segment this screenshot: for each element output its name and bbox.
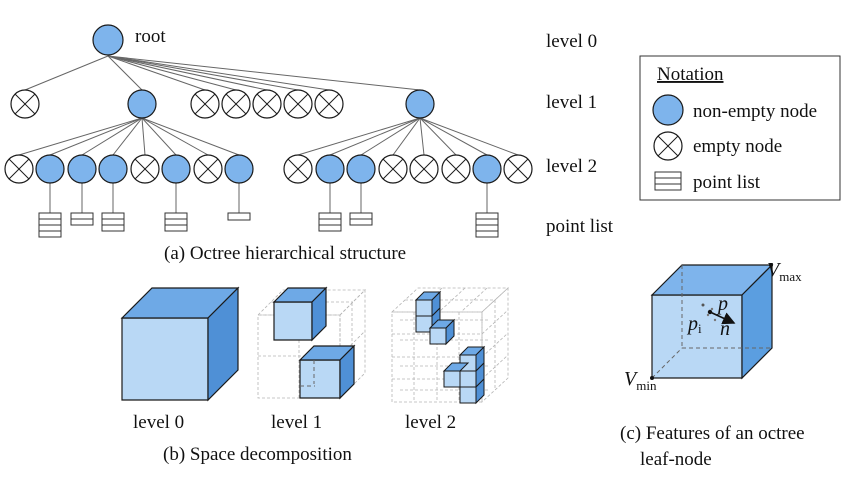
leaf-caption-line2: leaf-node [640,449,712,470]
legend-non-empty-node-icon [652,94,684,126]
empty-node [10,89,40,119]
root-node [92,24,124,56]
empty-node [193,154,223,184]
level-label-0: level 0 [546,31,597,52]
cube-level-1 [257,286,366,400]
space-level-1-label: level 1 [271,412,322,433]
point-dot [710,307,714,311]
space-caption: (b) Space decomposition [163,444,352,465]
n-label: n [720,318,730,340]
point-list-icon [101,212,125,232]
point-lists [38,212,499,238]
non-empty-node [127,89,157,119]
legend-non-empty-label: non-empty node [693,101,817,122]
point-list-icon [318,212,342,232]
notation-legend: Notation non-empty node empty node point… [639,55,841,201]
point-list-icon [38,212,62,238]
vmin-label: Vmin [624,368,657,393]
non-empty-node [67,154,97,184]
legend-point-list-icon [654,171,682,191]
point-list-icon [164,212,188,232]
space-level-0-label: level 0 [133,412,184,433]
empty-node [378,154,408,184]
vmax-label: Vmax [767,259,802,284]
level2-nodes-right [283,154,533,184]
point-list-icon [227,212,251,221]
non-empty-node [98,154,128,184]
level-label-1: level 1 [546,92,597,113]
vmax-corner [769,263,773,267]
empty-node [441,154,471,184]
empty-node [4,154,34,184]
cube-level-0 [120,286,240,402]
empty-node [252,89,282,119]
non-empty-node [224,154,254,184]
cube-level-2 [390,287,510,405]
legend-empty-node-icon [653,131,683,161]
notation-title: Notation [657,64,724,85]
point-dot [701,303,705,307]
pi-label: pi [686,313,702,336]
tree-caption: (a) Octree hierarchical structure [164,243,406,264]
non-empty-node [472,154,502,184]
point-list-icon [475,212,499,238]
empty-node [283,154,313,184]
empty-node [283,89,313,119]
space-level-2-label: level 2 [405,412,456,433]
point-dot [706,313,710,317]
tree-edges [18,55,519,213]
non-empty-node [405,89,435,119]
leaf-caption-line1: (c) Features of an octree [620,423,805,444]
normal-arrow [709,311,736,325]
empty-node [221,89,251,119]
root-label: root [135,26,166,47]
empty-node [130,154,160,184]
point-list-icon [349,212,373,226]
non-empty-node [315,154,345,184]
non-empty-node [161,154,191,184]
empty-node [314,89,344,119]
legend-point-list-label: point list [693,172,761,193]
point-list-icon [70,212,94,226]
level1-nodes [10,89,435,119]
point-dot [713,318,717,322]
vmin-corner [650,376,654,380]
level-label-2: level 2 [546,156,597,177]
empty-node [190,89,220,119]
empty-node [409,154,439,184]
empty-node [503,154,533,184]
leaf-node-cube [650,263,774,380]
non-empty-node [35,154,65,184]
legend-empty-label: empty node [693,136,782,157]
level-label-point-list: point list [546,216,614,237]
non-empty-node [346,154,376,184]
p-label: p [716,293,728,315]
level2-nodes-left [4,154,254,184]
